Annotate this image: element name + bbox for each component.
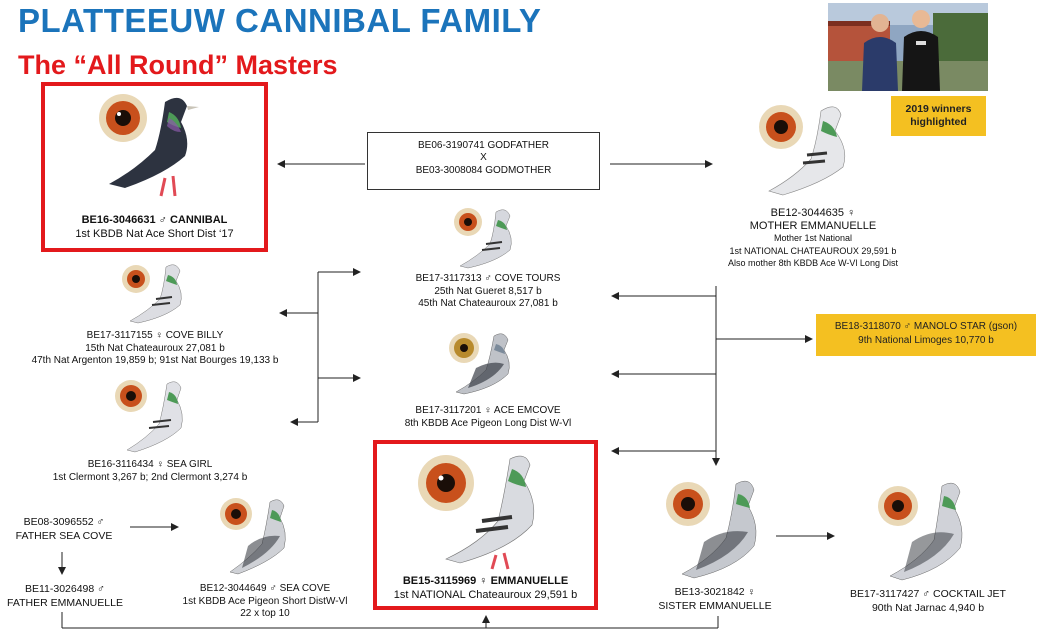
breeders-photo	[828, 3, 988, 91]
cocktail-jet-label: BE17-3117427 ♂ COCKTAIL JET 90th Nat Jar…	[830, 587, 1026, 615]
ace-emcove-label: BE17-3117201 ♀ ACE EMCOVE 8th KBDB Ace P…	[378, 405, 598, 430]
cove-tours-ring: BE17-3117313 ♂ COVE TOURS	[415, 273, 561, 284]
mother-emmanuelle-result2: Also mother 8th KBDB Ace W-Vl Long Dist	[728, 258, 898, 268]
sea-cove-result: 1st KBDB Ace Pigeon Short DistW-Vl	[182, 595, 348, 607]
cove-tours-label: BE17-3117313 ♂ COVE TOURS 25th Nat Guere…	[378, 273, 598, 311]
cocktail-jet-ring: BE17-3117427 ♂ COCKTAIL JET	[850, 588, 1006, 600]
manolo-star-box: BE18-3118070 ♂ MANOLO STAR (gson) 9th Na…	[816, 314, 1036, 356]
sea-girl-result: 1st Clermont 3,267 b; 2nd Clermont 3,274…	[52, 471, 248, 483]
cove-tours-pigeon-icon	[454, 208, 512, 269]
mother-emmanuelle-result: 1st NATIONAL CHATEAUROUX 29,591 b	[729, 245, 897, 256]
cove-billy-ring: BE17-3117155 ♀ COVE BILLY	[86, 330, 224, 341]
cannibal-card	[41, 82, 268, 252]
ace-emcove-pigeon-icon	[449, 333, 510, 395]
cannibal-label: BE16-3046631 ♂ CANNIBAL 1st KBDB Nat Ace…	[44, 213, 265, 241]
cocktail-jet-result: 90th Nat Jarnac 4,940 b	[871, 602, 985, 614]
badge-line2: highlighted	[910, 116, 967, 128]
sea-cove-note: 22 x top 10	[240, 608, 290, 619]
mother-emmanuelle-ring: BE12-3044635 ♀	[770, 207, 856, 219]
cove-tours-result1: 25th Nat Gueret 8,517 b	[434, 285, 542, 297]
badge-line1: 2019 winners	[905, 103, 972, 115]
father-emmanuelle-ring: BE11-3026498 ♂	[24, 583, 106, 595]
father-sea-cove-label: BE08-3096552 ♂ FATHER SEA COVE	[4, 515, 124, 543]
sister-emmanuelle-ring: BE13-3021842 ♀	[674, 586, 756, 598]
godmother-label: BE03-3008084 GODMOTHER	[415, 165, 552, 176]
father-emmanuelle-label: BE11-3026498 ♂ FATHER EMMANUELLE	[0, 582, 130, 610]
sister-emmanuelle-name: SISTER EMMANUELLE	[658, 600, 772, 612]
cannibal-result: 1st KBDB Nat Ace Short Dist ‘17	[75, 228, 234, 240]
sea-girl-ring: BE16-3116434 ♀ SEA GIRL	[87, 459, 213, 470]
father-sea-cove-name: FATHER SEA COVE	[15, 530, 113, 542]
cross-symbol: X	[480, 152, 487, 163]
winners-badge: 2019 winners highlighted	[891, 96, 986, 136]
sea-cove-label: BE12-3044649 ♂ SEA COVE 1st KBDB Ace Pig…	[160, 583, 370, 621]
emmanuelle-label: BE15-3115969 ♀ EMMANUELLE 1st NATIONAL C…	[376, 574, 595, 602]
emmanuelle-pigeon-icon	[418, 455, 535, 570]
father-sea-cove-ring: BE08-3096552 ♂	[23, 516, 105, 528]
cove-billy-label: BE17-3117155 ♀ COVE BILLY 15th Nat Chate…	[20, 330, 290, 368]
sister-emmanuelle-pigeon-icon	[666, 480, 757, 579]
ace-emcove-result: 8th KBDB Ace Pigeon Long Dist W-Vl	[404, 417, 572, 429]
mother-emmanuelle-name: MOTHER EMMANUELLE	[749, 219, 877, 232]
mother-emmanuelle-pigeon-icon	[759, 105, 846, 196]
manolo-star-result: 9th National Limoges 10,770 b	[858, 335, 994, 346]
ace-emcove-ring: BE17-3117201 ♀ ACE EMCOVE	[415, 405, 561, 416]
mother-emmanuelle-label: BE12-3044635 ♀ MOTHER EMMANUELLE Mother …	[703, 207, 923, 270]
sea-girl-label: BE16-3116434 ♀ SEA GIRL 1st Clermont 3,2…	[30, 459, 270, 484]
page-title: PLATTEEUW CANNIBAL FAMILY	[18, 2, 542, 39]
cocktail-jet-pigeon-icon	[878, 482, 963, 581]
parents-box: BE06-3190741 GODFATHER X BE03-3008084 GO…	[367, 132, 600, 190]
sea-cove-ring: BE12-3044649 ♂ SEA COVE	[199, 583, 331, 594]
mother-emmanuelle-note: Mother 1st National	[773, 233, 853, 243]
cove-tours-result2: 45th Nat Chateauroux 27,081 b	[418, 298, 558, 309]
manolo-star-ring: BE18-3118070 ♂ MANOLO STAR (gson)	[834, 321, 1018, 332]
sea-girl-pigeon-icon	[115, 380, 183, 453]
sea-cove-pigeon-icon	[220, 498, 286, 575]
cove-billy-result1: 15th Nat Chateauroux 27,081 b	[85, 342, 225, 354]
godfather-label: BE06-3190741 GODFATHER	[418, 140, 549, 151]
cannibal-pigeon-icon	[99, 94, 199, 197]
father-emmanuelle-name: FATHER EMMANUELLE	[7, 597, 123, 609]
page-subtitle: The “All Round” Masters	[18, 50, 338, 80]
emmanuelle-result: 1st NATIONAL Chateauroux 29,591 b	[393, 589, 578, 601]
sister-emmanuelle-label: BE13-3021842 ♀ SISTER EMMANUELLE	[640, 585, 790, 613]
cove-billy-pigeon-icon	[122, 264, 182, 324]
cove-billy-result2: 47th Nat Argenton 19,859 b; 91st Nat Bou…	[31, 355, 279, 366]
emmanuelle-ring: BE15-3115969 ♀ EMMANUELLE	[402, 575, 569, 587]
cannibal-ring: BE16-3046631 ♂ CANNIBAL	[81, 214, 228, 226]
emmanuelle-card	[373, 440, 598, 610]
